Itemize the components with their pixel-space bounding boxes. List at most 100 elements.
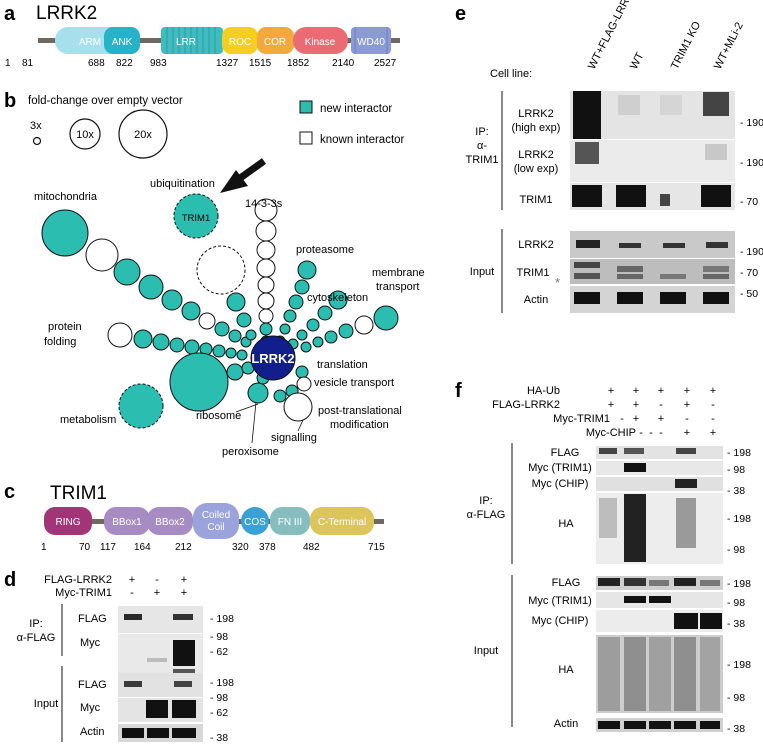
node-14-3-3-7	[258, 308, 274, 324]
e-markers: - 190 - 190 - 70 - 190 - 70 - 50	[740, 117, 763, 300]
cat-mitochondria: mitochondria	[34, 191, 98, 203]
pos-81: 81	[22, 58, 34, 69]
band	[124, 614, 142, 620]
pos-983: 983	[150, 58, 167, 69]
d-label-myc-in: Myc	[80, 702, 101, 714]
f-marker: - 198	[727, 513, 751, 525]
band	[598, 578, 620, 586]
f-sign: +	[633, 385, 639, 397]
node-folding-2	[133, 329, 153, 349]
f-sign: +	[710, 427, 716, 439]
pos-2140: 2140	[332, 58, 355, 69]
f-sign: +	[608, 385, 614, 397]
e-lane-labels: WT+FLAG-LRRK2 WT TRIM1 KO WT+MLi-2	[586, 0, 746, 71]
node-vesicle-1	[296, 376, 312, 392]
tpos-70: 70	[79, 542, 91, 553]
band	[617, 274, 643, 279]
d-marker: - 98	[210, 631, 228, 643]
f-input-label: Input	[474, 645, 498, 657]
tpos-320: 320	[232, 542, 249, 553]
f-sign: -	[685, 413, 689, 425]
band	[576, 240, 600, 248]
node-14-3-3-4	[256, 258, 276, 278]
domain-roc	[222, 27, 258, 54]
band	[700, 613, 722, 629]
band	[705, 144, 727, 160]
node-membrane-2	[354, 315, 374, 335]
domain-wd40	[351, 27, 391, 54]
cat-membrane-transport-2: transport	[376, 281, 419, 293]
band	[674, 613, 698, 629]
trim1-title: TRIM1	[50, 483, 107, 504]
node-proteasome-5	[279, 323, 291, 335]
legend-known-label: known interactor	[320, 134, 405, 146]
domain-kinase-label: Kinase	[305, 37, 336, 48]
e-marker: - 190	[740, 117, 763, 129]
node-proteasome-3	[288, 294, 304, 310]
e-label-trim1-in: TRIM1	[517, 267, 550, 279]
arrow-icon	[220, 158, 267, 193]
domain-kinase	[293, 27, 348, 54]
band	[574, 262, 600, 268]
band	[700, 721, 720, 729]
node-ptm-2	[273, 389, 287, 403]
d-row-myc-trim1: Myc-TRIM1	[55, 587, 112, 599]
node-14-3-3-2	[255, 220, 277, 242]
f-marker: - 98	[727, 597, 745, 609]
f-marker: - 38	[727, 485, 745, 497]
node-mitochondria-7	[198, 312, 216, 330]
f-blot-labels: FLAG Myc (TRIM1) Myc (CHIP) HA FLAG Myc …	[528, 447, 592, 730]
node-mitochondria-8	[214, 321, 230, 337]
tpos-715: 715	[368, 542, 385, 553]
f-label-ha-in: HA	[558, 664, 574, 676]
node-folding-8	[225, 347, 237, 359]
node-mitochondria-1	[41, 209, 89, 257]
domain-bbox1-label: BBox1	[112, 517, 142, 528]
band	[618, 95, 640, 115]
panel-a: a LRRK2 ARM ANK LRR ROC COR Kinase WD40 …	[4, 3, 400, 69]
band	[172, 728, 196, 738]
band	[675, 479, 697, 488]
f-label-myc-trim1-ip: Myc (TRIM1)	[528, 462, 592, 474]
node-trim1	[173, 193, 219, 239]
node-folding-3	[152, 333, 170, 351]
domain-coiled-coil	[193, 503, 239, 539]
panel-letter-c: c	[4, 481, 15, 503]
f-row-ha-ub: HA-Ub	[527, 385, 560, 397]
d-conditions: FLAG-LRRK2 + - + Myc-TRIM1 - + +	[44, 574, 187, 599]
f-marker: - 198	[727, 659, 751, 671]
node-mitochondria-3	[113, 258, 141, 286]
f-signs: + + + + + + + - + - - + + - - - - - + +	[608, 385, 716, 439]
tpos-117: 117	[100, 542, 116, 553]
node-14-3-3-3	[256, 240, 276, 260]
domain-cor-label: COR	[264, 37, 286, 48]
f-sign: -	[711, 399, 715, 411]
node-ptm-1	[283, 392, 313, 422]
band	[616, 185, 646, 207]
f-label-flag-ip: FLAG	[551, 447, 580, 459]
node-14-3-3-6	[257, 292, 275, 310]
f-marker: - 198	[727, 447, 751, 459]
node-folding-7	[212, 344, 226, 358]
tpos-164: 164	[134, 542, 151, 553]
e-ip-2: α-	[477, 140, 487, 152]
band	[674, 721, 696, 729]
band	[703, 292, 729, 304]
band	[173, 614, 193, 620]
node-metabolism-3	[226, 363, 244, 381]
band	[676, 498, 696, 548]
d-label-actin: Actin	[80, 726, 104, 738]
e-marker: - 50	[740, 288, 758, 300]
band	[598, 637, 620, 711]
d-blot-labels: FLAG Myc FLAG Myc Actin	[78, 613, 107, 738]
e-marker: - 70	[740, 196, 758, 208]
scale-20x-label: 20x	[134, 129, 152, 141]
band	[572, 185, 602, 207]
f-ip-1: IP:	[479, 495, 492, 507]
panel-f: f HA-Ub FLAG-LRRK2 Myc-TRIM1 Myc-CHIP + …	[455, 380, 751, 735]
band	[617, 292, 643, 304]
node-membrane-4	[324, 330, 338, 344]
legend-new-swatch	[299, 100, 313, 114]
e-lane-trim1-ko: TRIM1 KO	[669, 19, 703, 71]
